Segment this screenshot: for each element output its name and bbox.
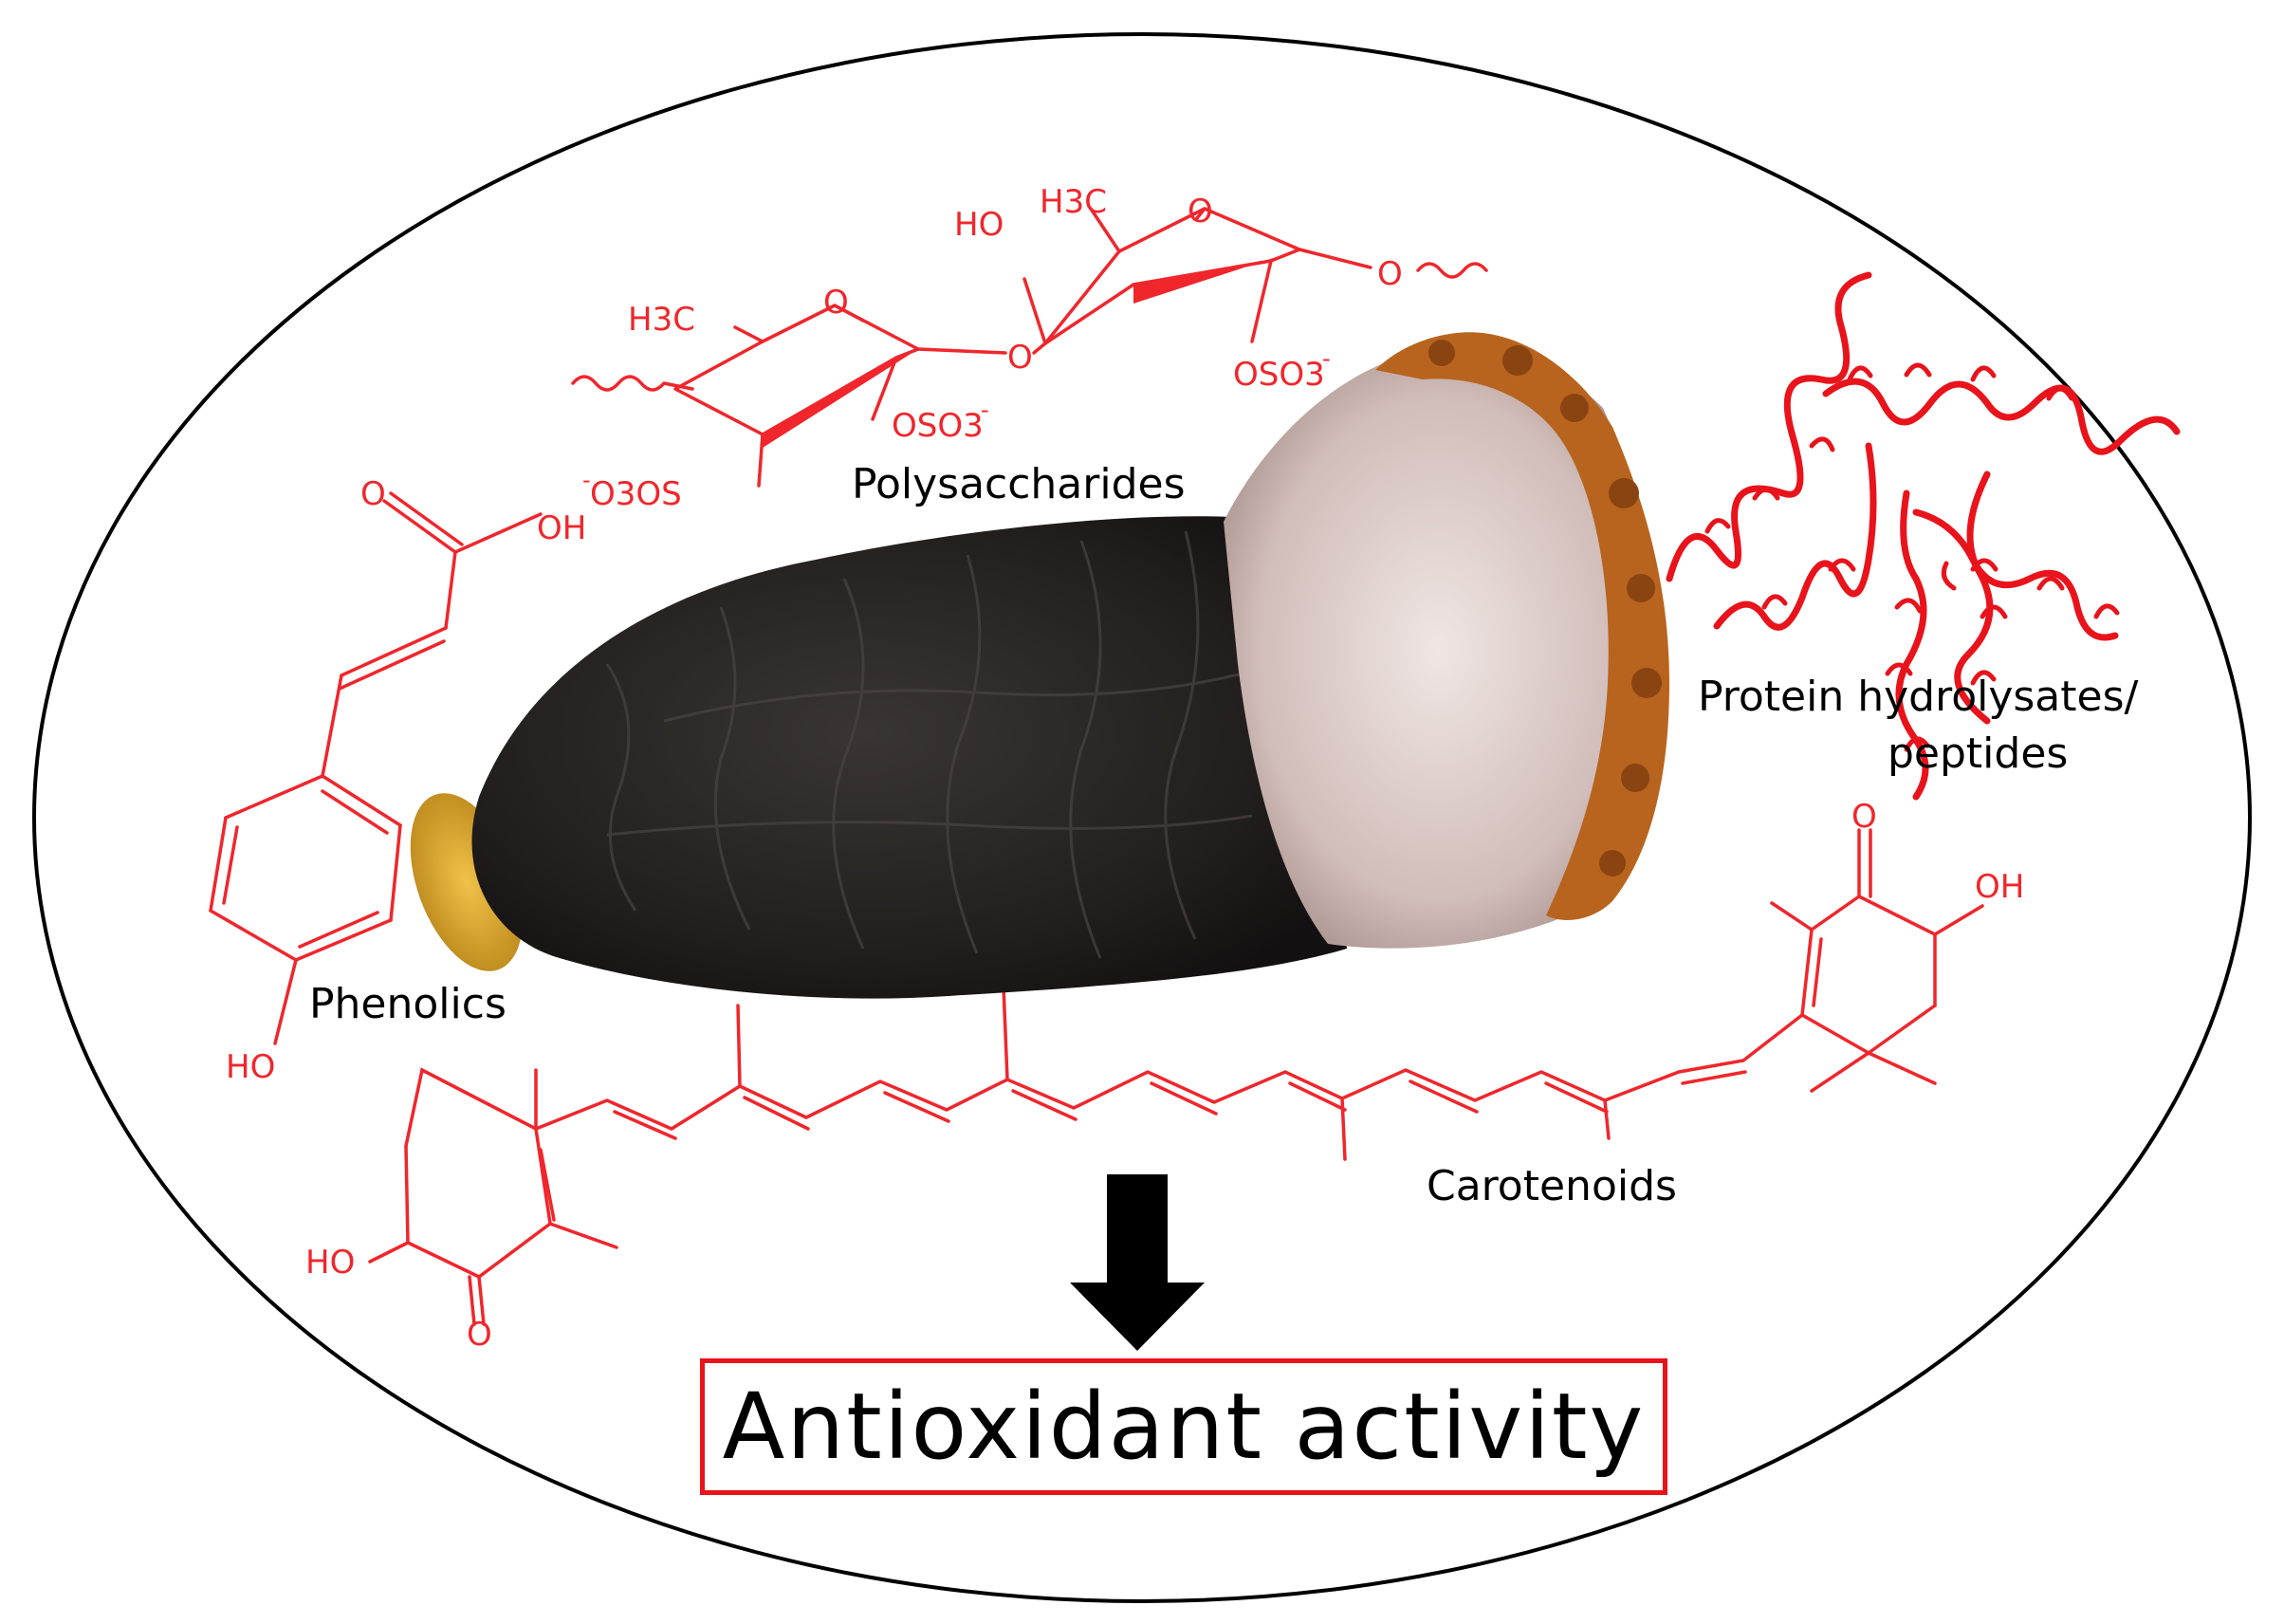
label-oso3-ring1: OSO3 (892, 407, 984, 445)
label-o-left-ring: O (467, 1316, 492, 1354)
polysaccharide-atom-labels: H3C O O OSO3 - - O3OS HO H3C O O OSO3 - (582, 183, 1403, 513)
label-minus-o3os: - (582, 467, 591, 493)
sea-cucumber-image (410, 332, 1669, 999)
label-oso3-ring2: OSO3 (1233, 356, 1325, 394)
protein-side-groups (1704, 362, 2120, 752)
label-o3os: O3OS (590, 475, 682, 513)
phenolic-structure (209, 491, 543, 1045)
label-protein-hydrolysates: Protein hydrolysates/ (1698, 673, 2139, 721)
label-minus-ring1: - (981, 397, 989, 423)
label-oh-right-ring: OH (1975, 868, 2024, 906)
label-o-glycosidic: O (1007, 339, 1033, 377)
label-o-terminal: O (1377, 255, 1403, 293)
label-o-ring2: O (1188, 193, 1213, 231)
carotenoid-structure (368, 828, 1984, 1326)
carotenoid-atom-labels: HO O O OH (305, 798, 2024, 1354)
label-o-right-ring: O (1851, 798, 1877, 836)
label-oh-acid: OH (537, 509, 586, 547)
label-minus-ring2: - (1322, 345, 1331, 372)
label-ho-ring2: HO (954, 206, 1004, 244)
label-h3c-ring1: H3C (628, 301, 695, 339)
protein-peptide-chains (1666, 271, 2181, 801)
label-phenolics: Phenolics (309, 980, 507, 1028)
phenolic-atom-labels: O OH HO (226, 475, 586, 1086)
label-ho-carotenoid: HO (305, 1244, 355, 1282)
arrow-down-icon (1070, 1174, 1205, 1351)
label-o-ring1: O (823, 284, 849, 322)
antioxidant-activity-label: Antioxidant activity (722, 1374, 1646, 1480)
label-peptides: peptides (1888, 729, 2069, 778)
polysaccharide-structure (571, 207, 1488, 488)
label-o-carbonyl: O (360, 475, 386, 513)
label-polysaccharides: Polysaccharides (852, 460, 1186, 508)
antioxidant-activity-box: Antioxidant activity (700, 1358, 1667, 1495)
label-ho-phenol: HO (226, 1048, 275, 1086)
label-h3c-ring2: H3C (1040, 183, 1107, 221)
label-carotenoids: Carotenoids (1427, 1162, 1677, 1210)
